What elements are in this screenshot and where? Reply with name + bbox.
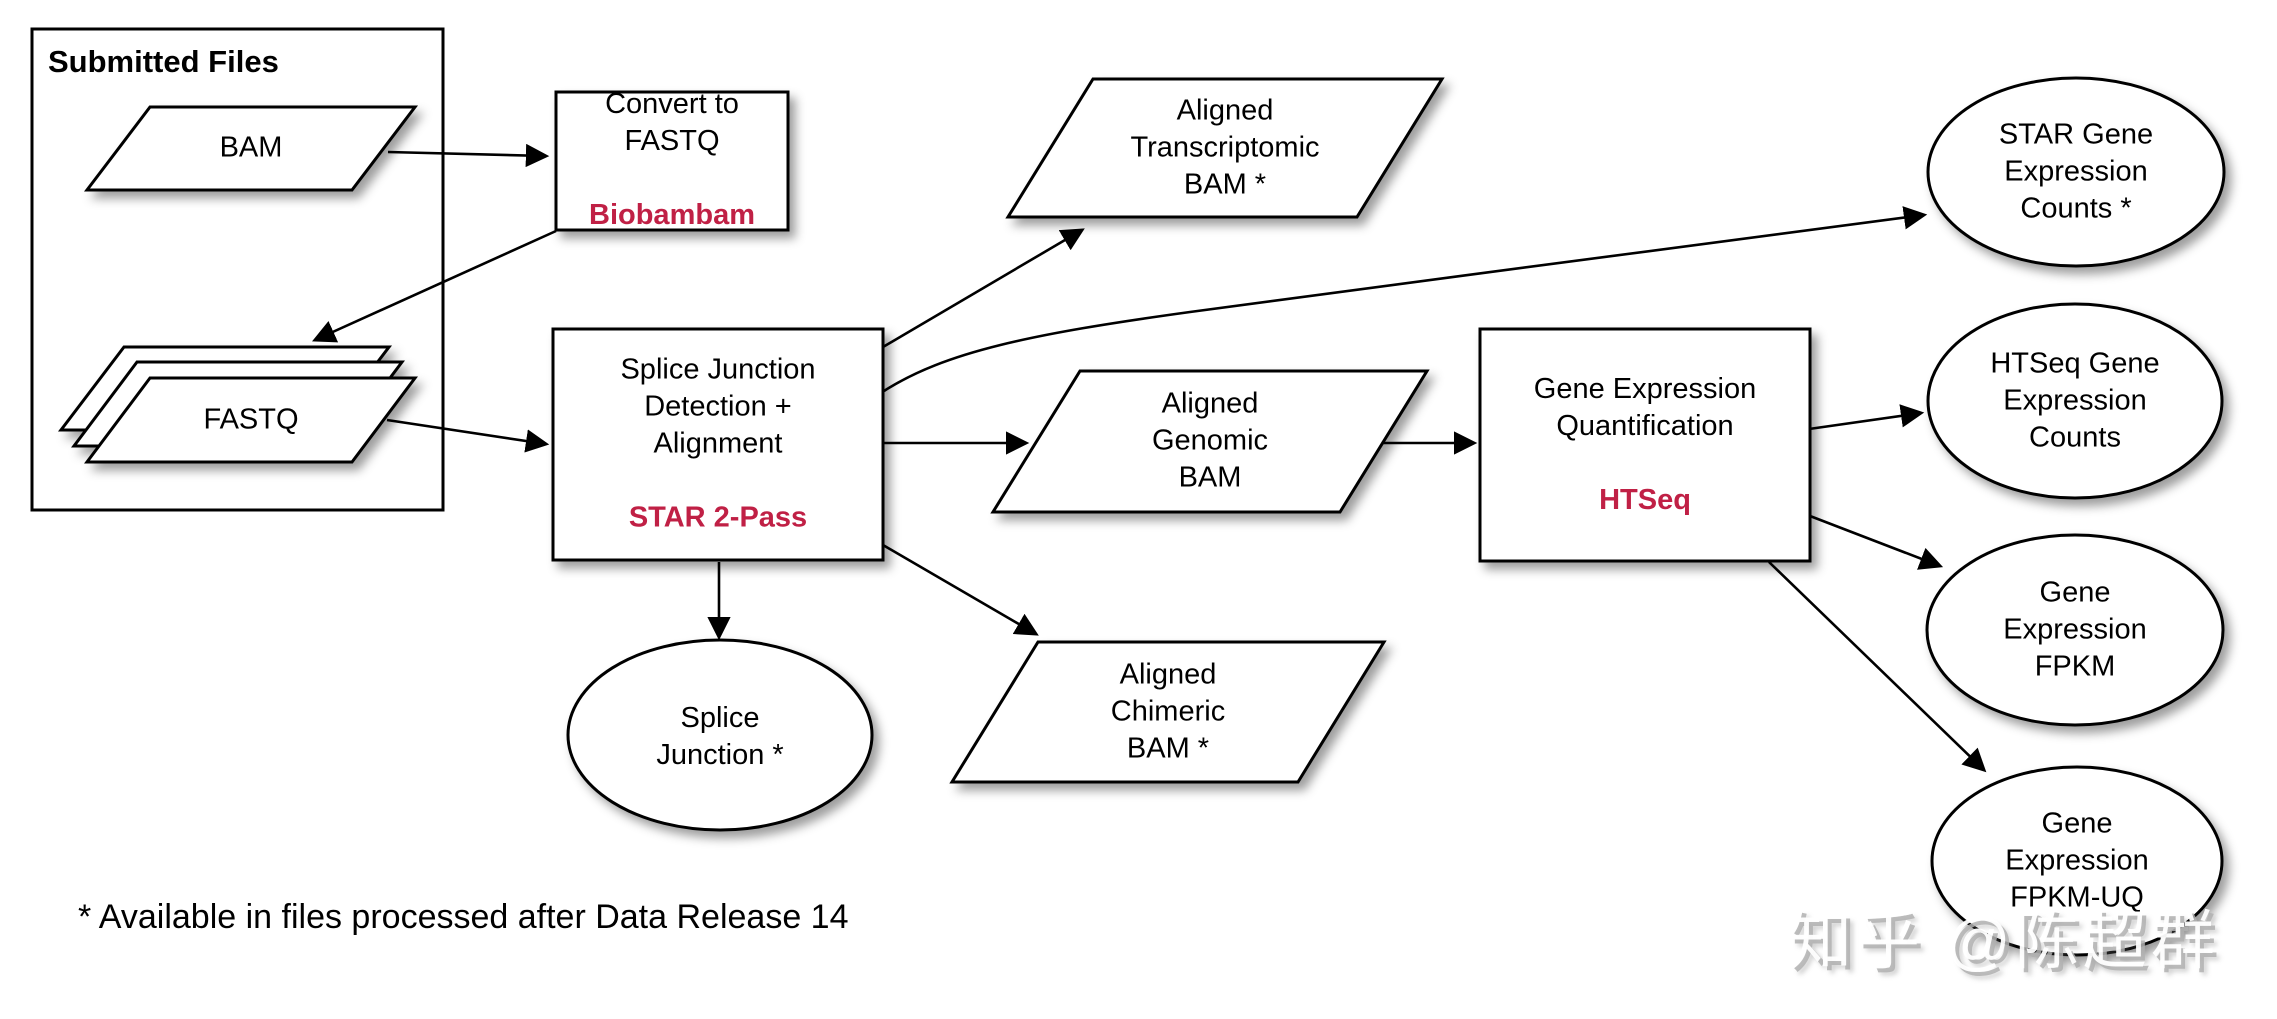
gene-quant-box [1478, 327, 1812, 563]
star-tool-text: STAR 2-Pass [628, 501, 808, 534]
node-label-aligned-transcriptomic: Aligned Transcriptomic BAM * [1130, 94, 1320, 201]
edge-gene-quant-to-fpkm [1809, 514, 1944, 570]
edge-fastq-to-star [386, 418, 550, 453]
edge-star-to-chimeric [882, 543, 1039, 636]
node-label-bam: BAM [219, 131, 283, 164]
star-counts-ellipse [1926, 76, 2226, 268]
node-label-aligned-genomic: Aligned Genomic BAM [1151, 387, 1269, 494]
footnote: * Available in files processed after Dat… [78, 898, 849, 936]
edge-star-to-transcriptomic [882, 228, 1085, 349]
aligned-genomic-parallelogram [990, 369, 1430, 514]
node-label-fpkm: Gene Expression FPKM [2003, 576, 2147, 683]
fpkm-uq-ellipse [1930, 765, 2224, 957]
node-label-htseq-counts: HTSeq Gene Expression Counts [1990, 347, 2160, 454]
aligned-transcriptomic-parallelogram [1005, 77, 1445, 219]
node-label-fpkm-uq: Gene Expression FPKM-UQ [2005, 807, 2149, 914]
star-box [551, 327, 885, 562]
gene-quant-tool-text: HTSeq [1599, 484, 1691, 516]
star-step-text: Splice Junction Detection + Alignment [620, 353, 816, 460]
gene-quant-step-text: Gene Expression Quantification [1533, 373, 1757, 442]
edge-bam-to-convert [387, 143, 550, 168]
node-label-convert-fastq: Convert to FASTQ Biobambam [589, 49, 755, 271]
convert-fastq-box [554, 90, 790, 232]
fastq-sheet-front [84, 376, 418, 464]
edge-gene-quant-to-htseq-counts [1808, 404, 1925, 431]
node-label-star: Splice Junction Detection + Alignment ST… [620, 315, 815, 574]
bam-parallelogram [83, 105, 419, 192]
node-label-fastq: FASTQ [203, 403, 299, 436]
edge-gene-quant-to-fpkm-uq [1768, 561, 1987, 773]
convert-fastq-tool-text: Biobambam [589, 199, 755, 231]
watermark: 知乎 @陈超群 [1788, 905, 2219, 977]
fpkm-ellipse [1925, 533, 2225, 727]
node-label-aligned-chimeric: Aligned Chimeric BAM * [1110, 658, 1226, 765]
edge-convert-to-fastq [312, 229, 557, 343]
node-label-gene-quant: Gene Expression Quantification HTSeq [1534, 334, 1756, 556]
node-label-star-counts: STAR Gene Expression Counts * [1998, 118, 2154, 225]
aligned-chimeric-parallelogram [949, 640, 1387, 784]
htseq-counts-ellipse [1926, 302, 2224, 500]
node-label-splice-junction: Splice Junction * [656, 702, 784, 771]
submitted-files-title: Submitted Files [48, 44, 279, 79]
fastq-parallelogram-stack [57, 345, 418, 464]
edge-star-to-star-counts [883, 206, 1928, 393]
convert-fastq-step-text: Convert to FASTQ [605, 88, 739, 157]
